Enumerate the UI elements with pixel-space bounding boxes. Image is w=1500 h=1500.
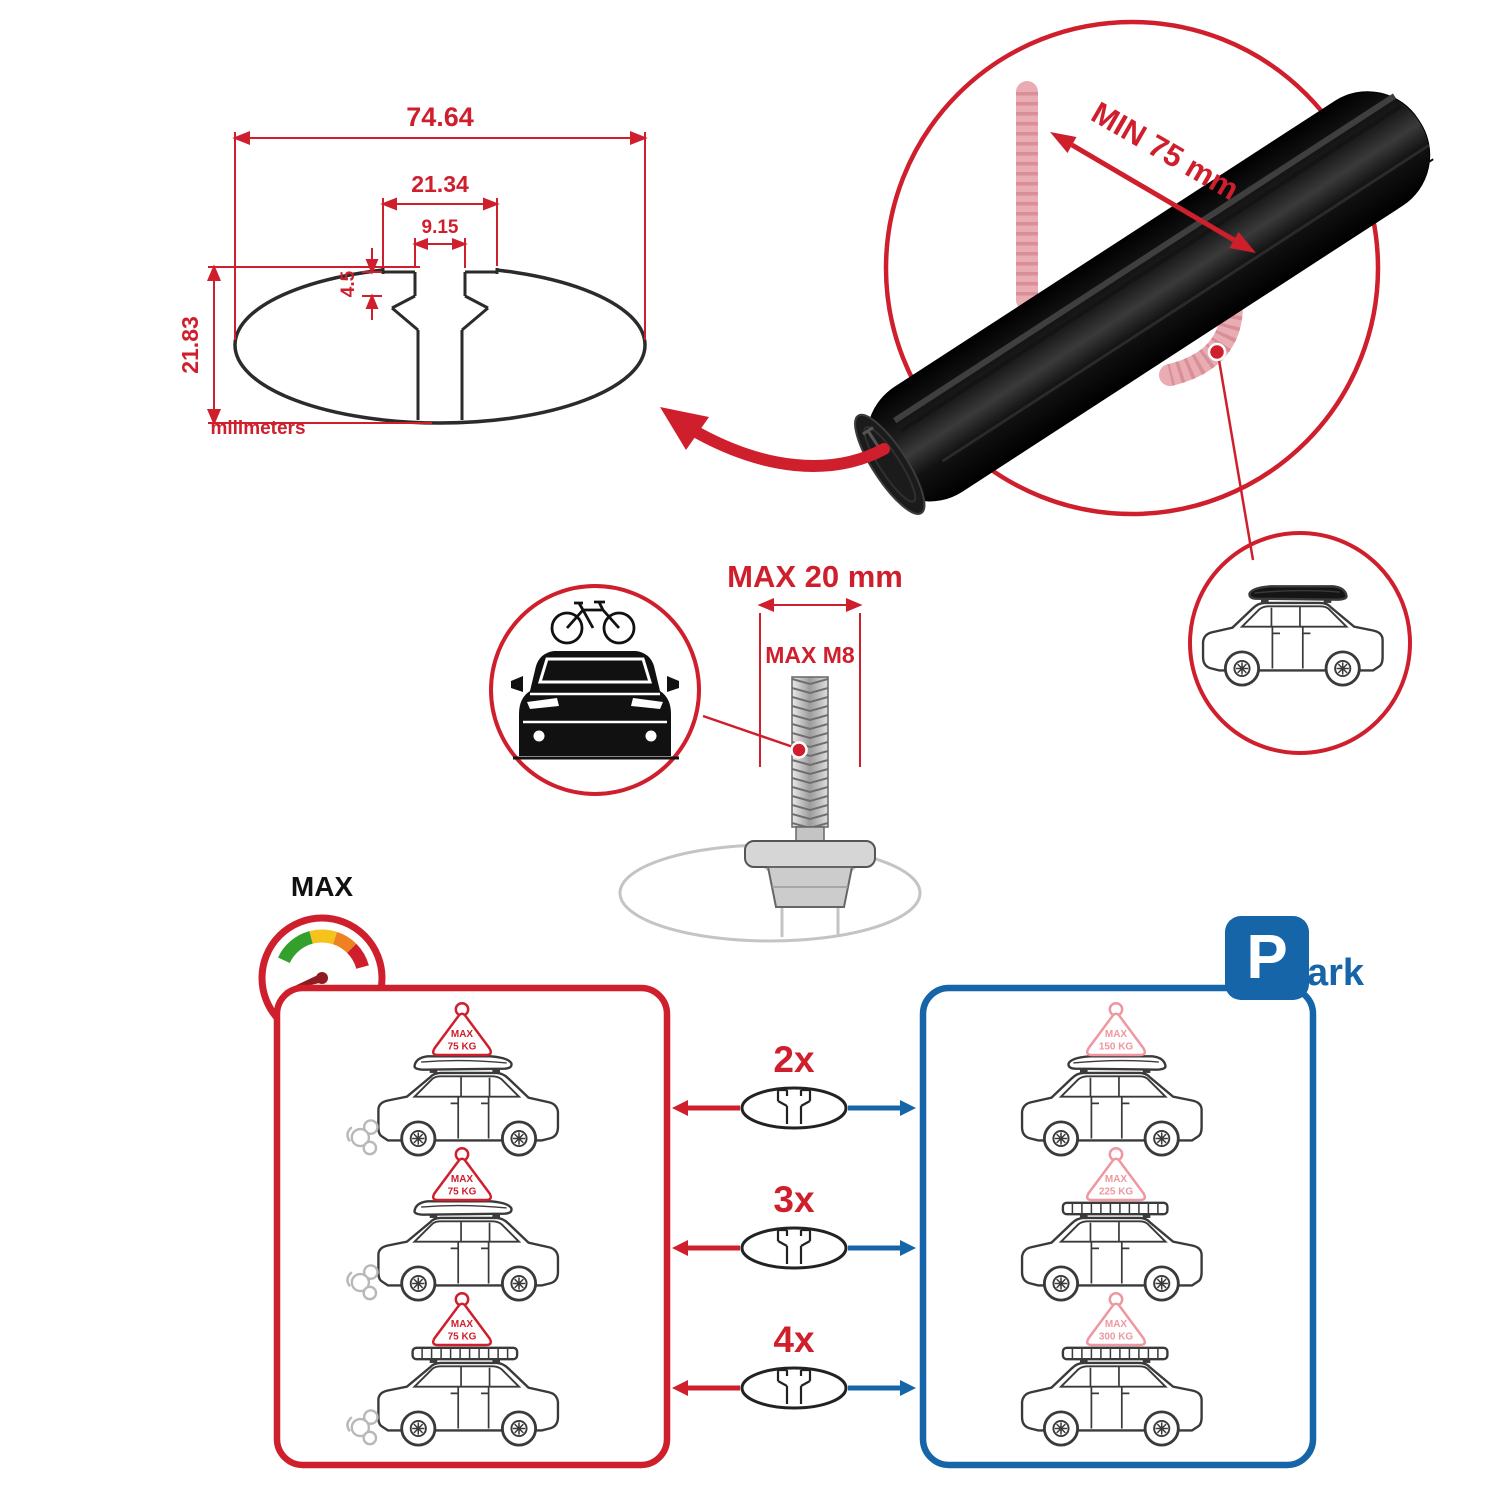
svg-text:MAX: MAX bbox=[1105, 1029, 1128, 1040]
svg-text:MAX: MAX bbox=[1105, 1319, 1128, 1330]
driving-panel: MAX 75 KG MAX 75 KG MAX 75 KG bbox=[273, 984, 671, 1469]
arrow-left-red-3 bbox=[672, 1380, 688, 1396]
arrow-right-blue-3 bbox=[900, 1380, 916, 1396]
dimension-slot-width: 9.15 bbox=[422, 217, 459, 238]
crossbar-profile-ellipse bbox=[233, 265, 647, 425]
curved-arrow-to-diagram bbox=[692, 427, 890, 472]
arrow-right-blue-2 bbox=[900, 1240, 916, 1256]
bolt-dimension-lines bbox=[757, 597, 863, 767]
load-tag-75kg-1: MAX 75 KG bbox=[431, 1001, 493, 1057]
cross-section-dimension-diagram: 74.64 21.34 9.15 4.5 21.83 milimeters bbox=[177, 102, 648, 439]
load-tag-300kg: MAX 300 KG bbox=[1085, 1291, 1147, 1347]
svg-text:225 KG: 225 KG bbox=[1099, 1186, 1134, 1197]
dimension-total-width: 74.64 bbox=[406, 102, 474, 132]
multiplier-4x: 4x bbox=[773, 1319, 815, 1360]
bicycle-icon bbox=[550, 600, 636, 645]
svg-text:150 KG: 150 KG bbox=[1099, 1041, 1134, 1052]
svg-text:75 KG: 75 KG bbox=[448, 1186, 477, 1197]
parking-letter: P bbox=[1246, 923, 1288, 992]
gauge-arc-segments bbox=[278, 929, 369, 970]
parking-sign: P ark bbox=[1225, 916, 1385, 1006]
svg-text:MAX: MAX bbox=[451, 1029, 474, 1040]
crossbar-icon-1 bbox=[740, 1086, 848, 1130]
svg-text:75 KG: 75 KG bbox=[448, 1331, 477, 1342]
svg-text:300 KG: 300 KG bbox=[1099, 1331, 1134, 1342]
svg-text:75 KG: 75 KG bbox=[448, 1041, 477, 1052]
dimension-lines bbox=[206, 131, 648, 426]
parking-suffix: ark bbox=[1307, 952, 1365, 994]
dimension-total-height: 21.83 bbox=[177, 316, 203, 374]
suv-roofbox-view bbox=[1188, 531, 1412, 755]
units-label: milimeters bbox=[210, 418, 305, 439]
car-bicycle-view bbox=[489, 584, 701, 796]
dimension-lip-depth: 4.5 bbox=[338, 270, 359, 297]
svg-text:MAX: MAX bbox=[451, 1174, 474, 1185]
crossbar-detail-view: MIN 75 mm bbox=[854, 19, 1434, 517]
svg-text:MAX: MAX bbox=[1105, 1174, 1128, 1185]
multiplier-2x: 2x bbox=[773, 1039, 815, 1080]
bolt-max-width-label: MAX 20 mm bbox=[727, 559, 903, 594]
t-bolt bbox=[744, 676, 876, 908]
bar-count-column: 2x 3x 4x bbox=[672, 1039, 916, 1410]
arrow-left-red-1 bbox=[672, 1100, 688, 1116]
load-tag-150kg: MAX 150 KG bbox=[1085, 1001, 1147, 1057]
dimension-channel-width: 21.34 bbox=[411, 171, 469, 197]
multiplier-3x: 3x bbox=[773, 1179, 815, 1220]
parking-sign-square: P bbox=[1225, 916, 1309, 1000]
arrow-right-blue-1 bbox=[900, 1100, 916, 1116]
load-tag-225kg: MAX 225 KG bbox=[1085, 1146, 1147, 1202]
parked-panel: MAX 150 KG MAX 225 KG MAX 300 KG bbox=[919, 984, 1317, 1469]
load-tag-75kg-2: MAX 75 KG bbox=[431, 1146, 493, 1202]
arrow-left-red-2 bbox=[672, 1240, 688, 1256]
black-roof-box bbox=[1248, 585, 1348, 601]
load-tag-75kg-3: MAX 75 KG bbox=[431, 1291, 493, 1347]
svg-text:MAX: MAX bbox=[451, 1319, 474, 1330]
t-slot-channel-profile bbox=[381, 268, 499, 420]
gauge-title: MAX bbox=[291, 871, 354, 902]
crossbar-icon-3 bbox=[740, 1366, 848, 1410]
min-clearance-arrow bbox=[1050, 132, 1256, 253]
crossbar-icon-2 bbox=[740, 1226, 848, 1270]
car-front-silhouette bbox=[511, 651, 679, 756]
bolt-max-thread-label: MAX M8 bbox=[765, 642, 855, 668]
